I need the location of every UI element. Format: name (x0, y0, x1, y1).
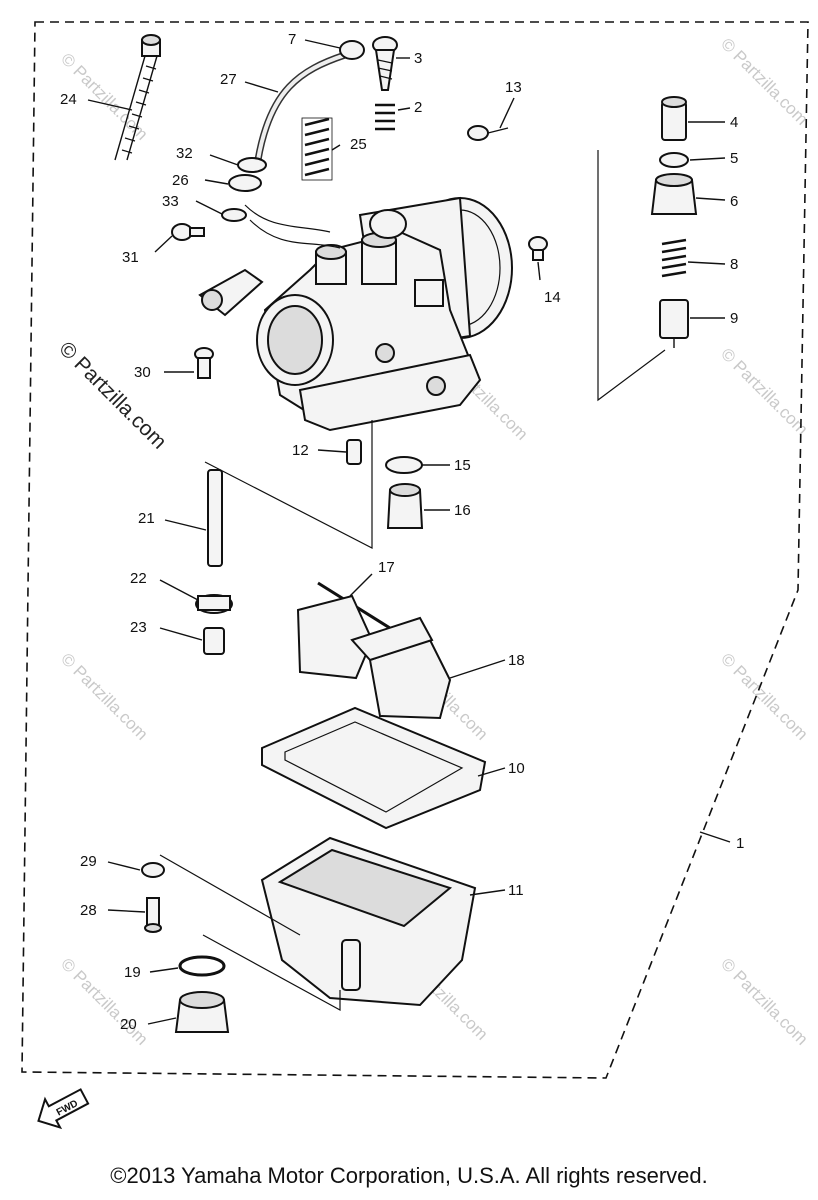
callout-8: 8 (730, 256, 738, 273)
part-21-jet-holder (207, 469, 223, 567)
part-29-washer (141, 862, 165, 878)
callout-21: 21 (138, 510, 155, 527)
part-4-cap (661, 96, 687, 141)
callout-24: 24 (60, 91, 77, 108)
callout-16: 16 (454, 502, 471, 519)
callout-12: 12 (292, 442, 309, 459)
part-9-plunger (659, 299, 689, 348)
part-20-drain-plug (174, 991, 230, 1033)
callout-5: 5 (730, 150, 738, 167)
callout-14: 14 (544, 289, 561, 306)
part-10-gasket (261, 706, 487, 830)
callout-6: 6 (730, 193, 738, 210)
fwd-arrow-icon: FWD (37, 1088, 90, 1130)
callout-15: 15 (454, 457, 471, 474)
callout-32: 32 (176, 145, 193, 162)
part-3-screw (372, 36, 398, 91)
part-15-oring (385, 456, 423, 474)
part-25-spring (301, 117, 333, 181)
part-22-washer (195, 594, 233, 614)
part-16-jet (386, 483, 424, 529)
part-18-float (296, 594, 452, 720)
callout-9: 9 (730, 310, 738, 327)
part-11-float-bowl (260, 836, 477, 1007)
callout-23: 23 (130, 619, 147, 636)
part-23-main-jet (203, 627, 225, 655)
callout-13: 13 (505, 79, 522, 96)
callout-1: 1 (736, 835, 744, 852)
callout-33: 33 (162, 193, 179, 210)
callout-29: 29 (80, 853, 97, 870)
callout-27: 27 (220, 71, 237, 88)
part-30-bolt (194, 347, 214, 379)
callout-17: 17 (378, 559, 395, 576)
callout-18: 18 (508, 652, 525, 669)
watermark: © Partzilla.com (717, 954, 811, 1048)
callout-26: 26 (172, 172, 189, 189)
callout-19: 19 (124, 964, 141, 981)
part-13-screw (467, 125, 509, 141)
part-33 (221, 208, 247, 222)
callout-2: 2 (414, 99, 422, 116)
watermark: © Partzilla.com (717, 344, 811, 438)
watermark: © Partzilla.com (57, 649, 151, 743)
part-8-spring (661, 238, 687, 278)
part-32 (237, 157, 267, 173)
callout-7: 7 (288, 31, 296, 48)
leader-line (159, 854, 301, 936)
part-24-screw (114, 34, 161, 161)
carburetor-body (198, 196, 513, 432)
callout-22: 22 (130, 570, 147, 587)
part-28-screw (144, 897, 162, 933)
callout-10: 10 (508, 760, 525, 777)
part-6-nut (650, 173, 698, 215)
callout-20: 20 (120, 1016, 137, 1033)
leader-line (202, 934, 341, 1012)
watermark: © Partzilla.com (717, 649, 811, 743)
callout-leaders (87, 39, 726, 1025)
callout-30: 30 (134, 364, 151, 381)
watermark-main: © Partzilla.com (54, 337, 170, 453)
part-14-screw (528, 236, 548, 261)
callout-3: 3 (414, 50, 422, 67)
part-19-circlip (178, 955, 226, 977)
part-5-washer (659, 152, 689, 168)
leader-line (597, 150, 666, 402)
part-10-gasket-inner (284, 721, 464, 813)
callout-11: 11 (508, 882, 524, 899)
callout-4: 4 (730, 114, 738, 131)
part-2-spring (375, 103, 395, 131)
part-26 (228, 174, 262, 192)
leader-line (204, 420, 373, 549)
callout-31: 31 (122, 249, 139, 266)
copyright-notice: ©2013 Yamaha Motor Corporation, U.S.A. A… (110, 1163, 708, 1188)
part-31-bolt (171, 223, 205, 241)
callout-28: 28 (80, 902, 97, 919)
part-27-throttle-cable (254, 40, 365, 161)
callout-labels: 1 2 3 4 5 6 7 8 9 10 11 12 13 14 15 16 1… (60, 31, 744, 1033)
callout-25: 25 (350, 136, 367, 153)
leader-line (699, 831, 731, 843)
part-12-jet (346, 439, 362, 465)
